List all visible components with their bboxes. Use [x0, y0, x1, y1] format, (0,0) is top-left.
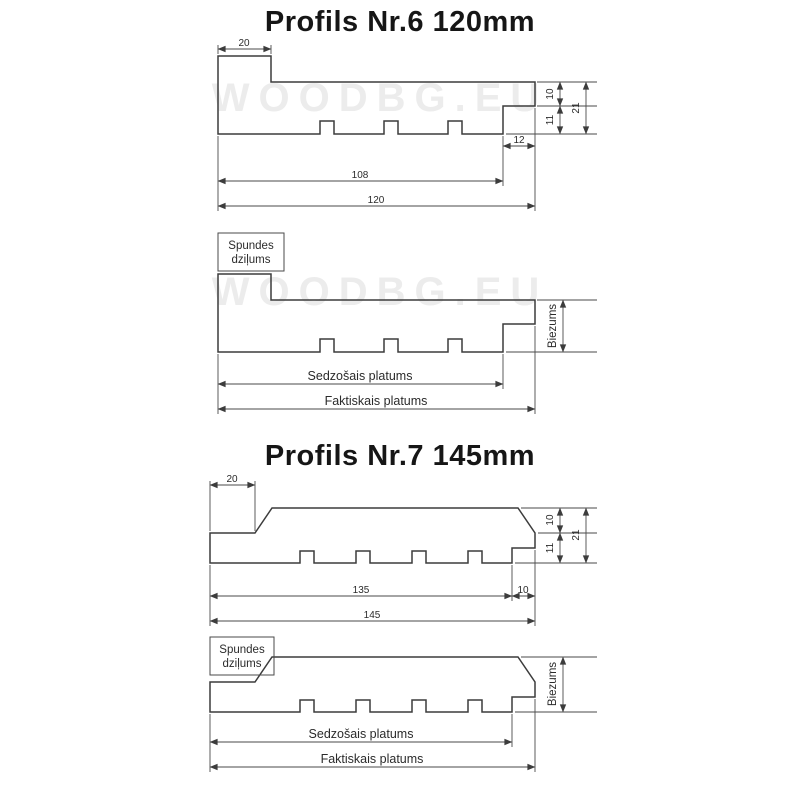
thickness-label-group: Biezums — [515, 656, 597, 713]
dim-value-tab: 20 — [238, 39, 250, 49]
thickness-label: Biezums — [547, 304, 559, 348]
groove-depth-callout: Spundes dziļums — [217, 232, 285, 272]
dim-thickness-group: 10 11 21 — [515, 507, 597, 564]
groove-depth-label-line2: dziļums — [223, 658, 262, 670]
profile6-label-drawing: WOODBG.EU Spundes dziļums Biezums Sedzoš… — [212, 232, 597, 414]
dim-value-top: 10 — [545, 88, 556, 100]
dim-tab-width: 20 — [209, 474, 256, 531]
watermark-text: WOODBG.EU — [212, 270, 549, 314]
cover-width-label: Sedzošais platums — [308, 369, 413, 383]
dim-value-top: 10 — [545, 514, 556, 526]
dim-value-cover: 135 — [353, 585, 370, 596]
profile7-label-drawing: Spundes dziļums Biezums Sedzošais platum… — [209, 636, 597, 772]
callout-box — [209, 636, 275, 676]
groove-depth-label-line1: Spundes — [219, 644, 265, 656]
dim-value-cover: 108 — [352, 170, 369, 181]
dim-value-thickness: 21 — [571, 102, 582, 114]
profile7-dimension-drawing: 20 10 11 21 135 10 145 — [209, 474, 597, 626]
thickness-label-group: Biezums — [506, 299, 597, 353]
dim-value-rabbet: 12 — [513, 135, 525, 146]
width-labels-group: Sedzošais platums Faktiskais platums — [209, 699, 536, 772]
width-labels-group: Sedzošais platums Faktiskais platums — [217, 326, 536, 414]
profile6-title: Profils Nr.6 120mm — [264, 6, 536, 38]
dim-tab-width: 20 — [217, 39, 272, 54]
profile7-outline — [209, 656, 536, 713]
profile6-outline — [217, 55, 536, 135]
watermark-text: WOODBG.EU — [212, 76, 549, 120]
groove-depth-callout: Spundes dziļums — [209, 636, 275, 676]
dim-value-thickness: 21 — [571, 529, 582, 541]
dim-value-width: 145 — [364, 610, 381, 621]
callout-box — [217, 232, 285, 272]
groove-depth-label-line1: Spundes — [228, 240, 274, 252]
dim-width-group: 12 108 120 — [217, 108, 536, 211]
thickness-label: Biezums — [547, 662, 559, 706]
dim-value-bottom: 11 — [545, 542, 556, 553]
profile7-outline — [209, 507, 536, 564]
profile6-dimension-drawing: WOODBG.EU 20 10 11 21 12 108 — [212, 39, 597, 211]
dim-thickness-group: 10 11 21 — [506, 81, 597, 135]
profile7-title: Profils Nr.7 145mm — [264, 440, 536, 472]
dim-value-bottom: 11 — [545, 114, 556, 125]
dim-width-group: 135 10 145 — [209, 550, 536, 626]
cover-width-label: Sedzošais platums — [309, 727, 414, 741]
dim-value-width: 120 — [368, 195, 385, 206]
dim-value-tab: 20 — [226, 474, 238, 485]
dim-value-rabbet: 10 — [517, 585, 529, 596]
groove-depth-label-line2: dziļums — [232, 254, 271, 266]
profile6-outline — [217, 273, 536, 353]
actual-width-label: Faktiskais platums — [321, 752, 424, 766]
actual-width-label: Faktiskais platums — [325, 394, 428, 408]
